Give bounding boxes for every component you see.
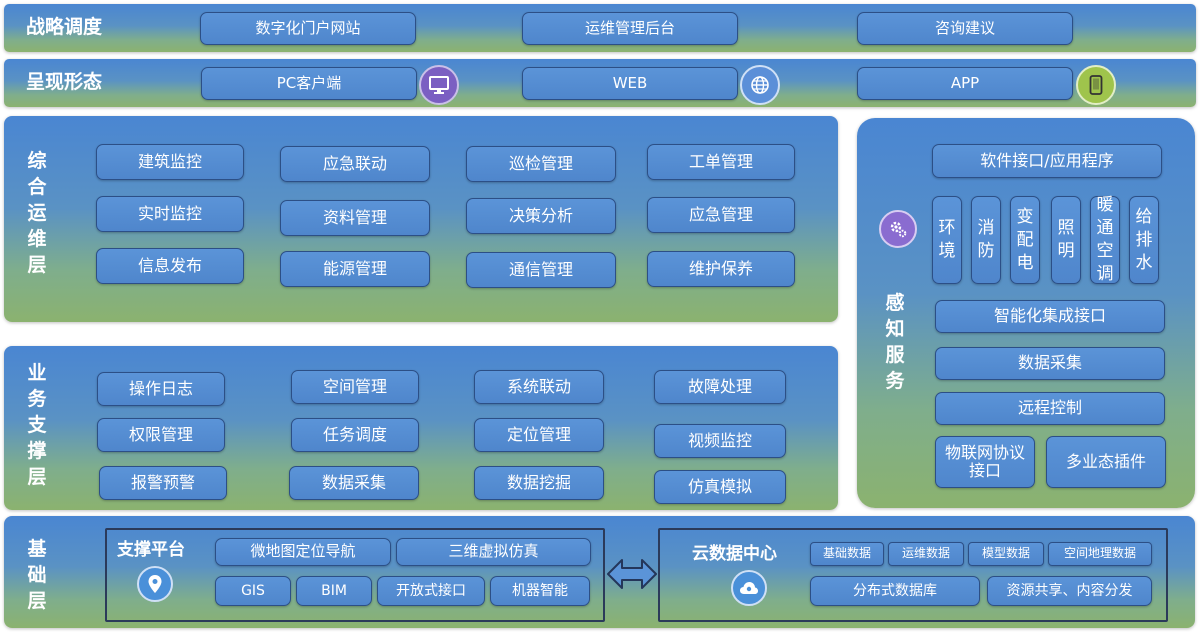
biz-item-scheduling: 任务调度: [291, 418, 419, 452]
ops-item-workorder: 工单管理: [647, 144, 795, 180]
presentation-item-app: APP: [857, 67, 1073, 100]
support-platform-title: 支撑平台: [117, 540, 185, 560]
ops-item-patrol: 巡检管理: [466, 146, 616, 182]
biz-item-linkage: 系统联动: [474, 370, 604, 404]
platform-item-3d-sim: 三维虚拟仿真: [396, 538, 591, 566]
biz-item-oplog: 操作日志: [97, 372, 225, 406]
perception-data-collect: 数据采集: [935, 347, 1165, 380]
biz-item-data-collect: 数据采集: [289, 466, 419, 500]
platform-item-bim: BIM: [296, 576, 372, 606]
ops-item-realtime-monitor: 实时监控: [96, 196, 244, 232]
ops-item-energy: 能源管理: [280, 251, 430, 287]
biz-item-video: 视频监控: [654, 424, 786, 458]
platform-item-machine-intel: 机器智能: [490, 576, 590, 606]
business-layer-title: 业务支撑层: [27, 362, 47, 488]
monitor-icon: [419, 65, 459, 105]
support-platform-frame: [105, 528, 605, 622]
presentation-item-web: WEB: [522, 67, 738, 100]
presentation-layer: 呈现形态 PC客户端 WEB APP: [4, 59, 1196, 107]
strategy-layer-title: 战略调度: [26, 16, 103, 38]
cloud-datacenter-frame: [658, 528, 1168, 622]
presentation-item-pc: PC客户端: [201, 67, 417, 100]
ops-item-communication: 通信管理: [466, 252, 616, 288]
strategy-item-portal: 数字化门户网站: [200, 12, 416, 45]
perception-remote-control: 远程控制: [935, 392, 1165, 425]
location-pin-icon: [137, 566, 173, 602]
cloud-icon: [731, 570, 767, 606]
biz-item-space: 空间管理: [291, 370, 419, 404]
ops-item-maintenance: 维护保养: [647, 251, 795, 287]
perception-api: 软件接口/应用程序: [932, 144, 1162, 178]
cloud-item-base-data: 基础数据: [810, 542, 884, 566]
ops-item-document: 资料管理: [280, 200, 430, 236]
perception-plugins: 多业态插件: [1046, 436, 1166, 488]
biz-item-data-mining: 数据挖掘: [474, 466, 604, 500]
ops-item-emergency-mgmt: 应急管理: [647, 197, 795, 233]
perception-system-hvac: 暖通空调: [1090, 195, 1120, 284]
strategy-layer: 战略调度 数字化门户网站 运维管理后台 咨询建议: [4, 4, 1196, 52]
base-layer-title: 基础层: [27, 538, 47, 612]
perception-layer: 软件接口/应用程序 环境 消防 变配电 照明 暖通空调 给排水 智能化集成接口 …: [857, 118, 1195, 508]
perception-system-power: 变配电: [1010, 196, 1040, 284]
biz-item-alarm: 报警预警: [99, 466, 227, 500]
platform-item-gis: GIS: [215, 576, 291, 606]
perception-system-fire: 消防: [971, 196, 1001, 284]
ops-item-decision: 决策分析: [466, 198, 616, 234]
cloud-item-distributed-db: 分布式数据库: [810, 576, 980, 606]
biz-item-simulation: 仿真模拟: [654, 470, 786, 504]
cloud-item-model-data: 模型数据: [968, 542, 1044, 566]
double-arrow-icon: [606, 554, 658, 594]
cloud-item-geo-data: 空间地理数据: [1048, 542, 1152, 566]
perception-integration-interface: 智能化集成接口: [935, 300, 1165, 333]
perception-iot-protocol: 物联网协议接口: [935, 436, 1035, 488]
perception-system-lighting: 照明: [1051, 196, 1081, 284]
biz-item-permission: 权限管理: [97, 418, 225, 452]
biz-item-fault: 故障处理: [654, 370, 786, 404]
base-layer: 基础层 支撑平台 微地图定位导航 三维虚拟仿真 GIS BIM 开放式接口 机器…: [4, 516, 1195, 628]
biz-item-positioning: 定位管理: [474, 418, 604, 452]
globe-icon: [740, 65, 780, 105]
cloud-item-ops-data: 运维数据: [888, 542, 964, 566]
presentation-layer-title: 呈现形态: [26, 71, 103, 93]
ops-item-building-monitor: 建筑监控: [96, 144, 244, 180]
cloud-datacenter-title: 云数据中心: [692, 544, 777, 564]
business-layer: 业务支撑层 操作日志 空间管理 系统联动 故障处理 权限管理 任务调度 定位管理…: [4, 346, 838, 510]
perception-layer-title: 感知服务: [885, 292, 905, 392]
perception-system-water: 给排水: [1129, 196, 1159, 284]
perception-system-environment: 环境: [932, 196, 962, 284]
platform-item-open-api: 开放式接口: [377, 576, 485, 606]
ops-layer-title: 综合运维层: [27, 150, 47, 276]
strategy-item-ops-backend: 运维管理后台: [522, 12, 738, 45]
ops-item-emergency-link: 应急联动: [280, 146, 430, 182]
phone-icon: [1076, 65, 1116, 105]
ops-layer: 综合运维层 建筑监控 应急联动 巡检管理 工单管理 实时监控 资料管理 决策分析…: [4, 116, 838, 322]
gear-icon: [879, 210, 917, 248]
ops-item-info-publish: 信息发布: [96, 248, 244, 284]
platform-item-micro-map: 微地图定位导航: [215, 538, 391, 566]
strategy-item-consulting: 咨询建议: [857, 12, 1073, 45]
cloud-item-resource-share: 资源共享、内容分发: [987, 576, 1152, 606]
